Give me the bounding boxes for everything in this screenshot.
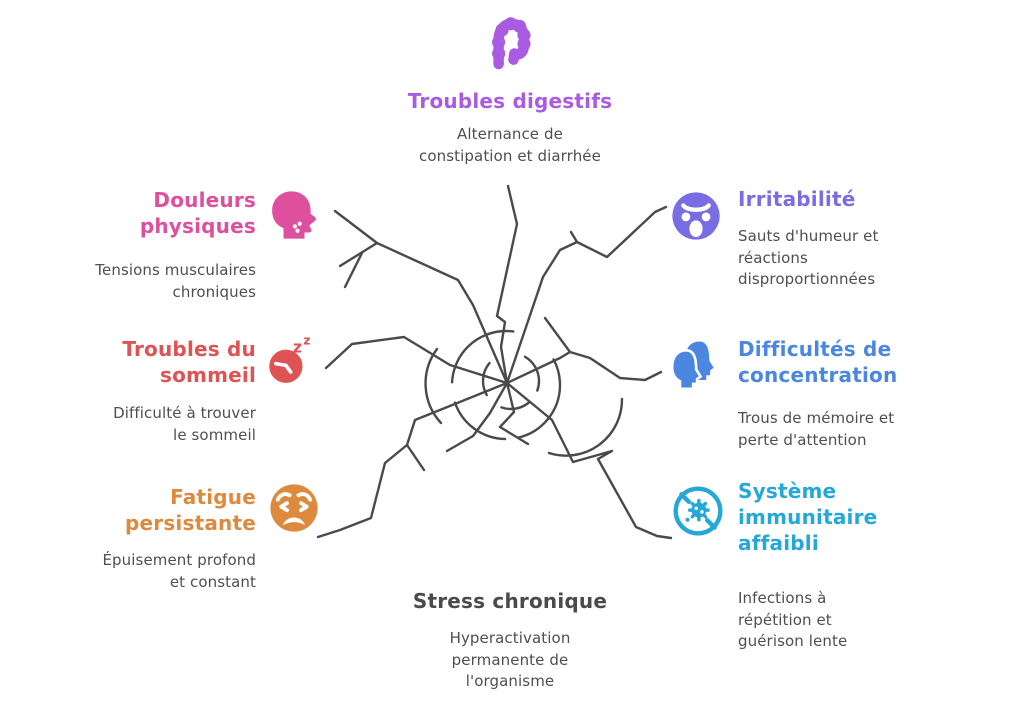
sleep-clock-icon: z z (264, 333, 320, 389)
node-subtitle: Difficulté à trouver le sommeil (113, 404, 256, 444)
node-title: Système immunitaire affaibli (738, 479, 878, 555)
no-germ-icon (670, 483, 726, 539)
central-topic-title: Stress chronique (412, 589, 608, 613)
node-title: Troubles du sommeil (122, 337, 256, 387)
angry-face-icon (668, 188, 724, 244)
node-subtitle: Infections à répétition et guérison lent… (738, 589, 848, 650)
node-subtitle: Trous de mémoire et perte d'attention (738, 409, 895, 449)
central-topic-subtitle: Hyperactivation permanente de l'organism… (449, 629, 571, 690)
intestine-icon (482, 15, 538, 71)
svg-text:z: z (303, 333, 310, 347)
weary-face-icon (266, 480, 322, 536)
head-pain-icon (266, 187, 322, 243)
node-title: Douleurs physiques (139, 188, 256, 238)
node-title: Troubles digestifs (407, 89, 613, 113)
node-subtitle: Épuisement profond et constant (102, 551, 256, 591)
node-subtitle: Alternance de constipation et diarrhée (419, 125, 601, 165)
node-title: Irritabilité (738, 187, 856, 211)
node-subtitle: Tensions musculaires chroniques (95, 261, 256, 301)
svg-text:z: z (293, 337, 302, 356)
concentration-heads-icon (666, 338, 722, 394)
node-subtitle: Sauts d'humeur et réactions disproportio… (738, 227, 879, 288)
node-title: Fatigue persistante (124, 485, 256, 535)
node-title: Difficultés de concentration (738, 337, 898, 387)
